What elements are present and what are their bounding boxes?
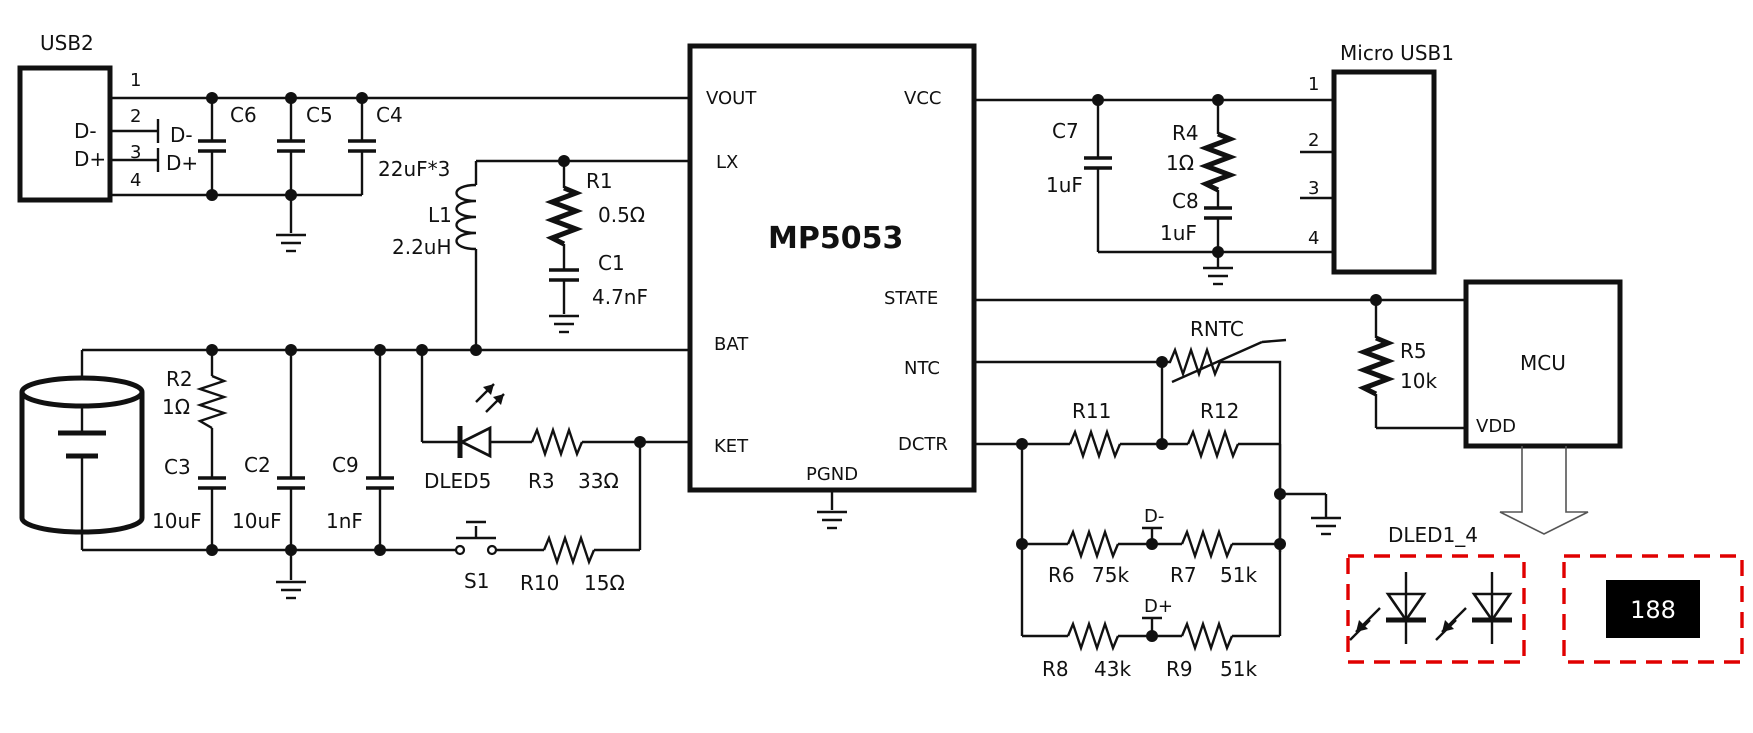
c1-value: 4.7nF — [592, 285, 648, 309]
s1-label: S1 — [464, 569, 489, 593]
mcu-label: MCU — [1520, 351, 1566, 375]
r7-value: 51k — [1220, 563, 1257, 587]
led-icon — [1435, 572, 1513, 644]
pin-state: STATE — [884, 288, 938, 309]
indicator-group: DLED1_4 188 — [1346, 523, 1744, 664]
r7-label: R7 — [1170, 563, 1197, 587]
r3-label: R3 — [528, 469, 555, 493]
dp-tap-label: D+ — [1144, 596, 1173, 617]
vcc-network: C7 1uF R4 1Ω C8 1uF Micro USB1 1 2 3 4 — [974, 41, 1454, 286]
r6-value: 75k — [1092, 563, 1129, 587]
usb2-label: USB2 — [40, 31, 94, 55]
pin-ntc: NTC — [904, 358, 940, 379]
r5-value: 10k — [1400, 369, 1437, 393]
r2-value: 1Ω — [162, 395, 190, 419]
r2-label: R2 — [166, 367, 193, 391]
mp5053-chip: MP5053 VOUT LX BAT KET VCC STATE NTC DCT… — [687, 43, 977, 530]
display-readout: 188 — [1630, 596, 1676, 624]
ground-icon — [549, 314, 579, 334]
r9-value: 51k — [1220, 657, 1257, 681]
arrow-icon — [1499, 446, 1589, 535]
usb2-pin-4: 4 — [130, 170, 141, 191]
led-icon — [457, 383, 505, 459]
usb2-connector: USB2 D- D+ 1 2 3 4 D- D+ — [17, 31, 690, 203]
c8-label: C8 — [1172, 189, 1199, 213]
micro-usb-pin-2: 2 — [1308, 130, 1319, 151]
ground-icon — [817, 510, 847, 530]
l1-value: 2.2uH — [392, 235, 452, 259]
ground-icon — [276, 580, 306, 600]
battery-icon — [19, 375, 145, 550]
c7-value: 1uF — [1046, 173, 1083, 197]
net-dp-label: D+ — [166, 151, 198, 175]
c4-label: C4 — [376, 103, 403, 127]
c9-label: C9 — [332, 453, 359, 477]
dled5-label: DLED5 — [424, 469, 491, 493]
dm-tap-label: D- — [1144, 506, 1164, 527]
lx-network: L1 2.2uH R1 0.5Ω C1 4.7nF — [392, 155, 690, 350]
battery-network: R2 1Ω C3 10uF C2 10uF C9 1nF — [19, 344, 690, 600]
l1-label: L1 — [428, 203, 452, 227]
pin-ket: KET — [714, 436, 749, 457]
net-dm-label: D- — [170, 123, 193, 147]
r12-label: R12 — [1200, 399, 1239, 423]
r10-value: 15Ω — [584, 571, 625, 595]
r3-value: 33Ω — [578, 469, 619, 493]
micro-usb-pin-4: 4 — [1308, 228, 1319, 249]
pin-dctr: DCTR — [898, 434, 948, 455]
usb2-pin-2: 2 — [130, 106, 141, 127]
r8-label: R8 — [1042, 657, 1069, 681]
switch-icon — [454, 520, 498, 556]
mcu-network: R5 10k MCU VDD — [974, 279, 1623, 535]
c9-value: 1nF — [326, 509, 363, 533]
r1-label: R1 — [586, 169, 613, 193]
pin-vcc: VCC — [904, 88, 941, 109]
c1-label: C1 — [598, 251, 625, 275]
c3-label: C3 — [164, 455, 191, 479]
c5-label: C5 — [306, 103, 333, 127]
rntc-label: RNTC — [1190, 317, 1244, 341]
c4-value: 22uF*3 — [378, 157, 450, 181]
pin-lx: LX — [716, 152, 738, 173]
r5-label: R5 — [1400, 339, 1427, 363]
micro-usb-pin-1: 1 — [1308, 74, 1319, 95]
c8-value: 1uF — [1160, 221, 1197, 245]
r4-label: R4 — [1172, 121, 1199, 145]
r8-value: 43k — [1094, 657, 1131, 681]
r10-label: R10 — [520, 571, 559, 595]
r6-label: R6 — [1048, 563, 1075, 587]
output-capacitors: C6 C5 C4 22uF*3 — [198, 92, 450, 253]
r1-value: 0.5Ω — [598, 203, 645, 227]
ground-icon — [1311, 516, 1341, 536]
r9-label: R9 — [1166, 657, 1193, 681]
r4-value: 1Ω — [1166, 151, 1194, 175]
r11-label: R11 — [1072, 399, 1111, 423]
mcu-vdd-label: VDD — [1476, 416, 1516, 437]
pin-bat: BAT — [714, 334, 749, 355]
chip-title: MP5053 — [768, 221, 903, 256]
ground-icon — [276, 233, 306, 253]
c7-label: C7 — [1052, 119, 1079, 143]
ground-icon — [1203, 266, 1233, 286]
ket-network: DLED5 R3 33Ω S1 R10 15Ω — [420, 350, 690, 595]
led-icon — [1349, 572, 1427, 644]
c6-label: C6 — [230, 103, 257, 127]
c3-value: 10uF — [152, 509, 202, 533]
usb2-pin-1: 1 — [130, 70, 141, 91]
pin-vout: VOUT — [706, 88, 757, 109]
dled14-label: DLED1_4 — [1388, 523, 1478, 547]
micro-usb-pin-3: 3 — [1308, 178, 1319, 199]
c2-value: 10uF — [232, 509, 282, 533]
micro-usb-label: Micro USB1 — [1340, 41, 1454, 65]
pin-pgnd: PGND — [806, 464, 858, 485]
ntc-dctr-network: RNTC R11 R12 D- R6 75k R7 51k — [974, 317, 1341, 681]
c2-label: C2 — [244, 453, 271, 477]
usb2-dm-label: D- — [74, 119, 97, 143]
usb2-pin-3: 3 — [130, 142, 141, 163]
usb2-dp-label: D+ — [74, 147, 106, 171]
